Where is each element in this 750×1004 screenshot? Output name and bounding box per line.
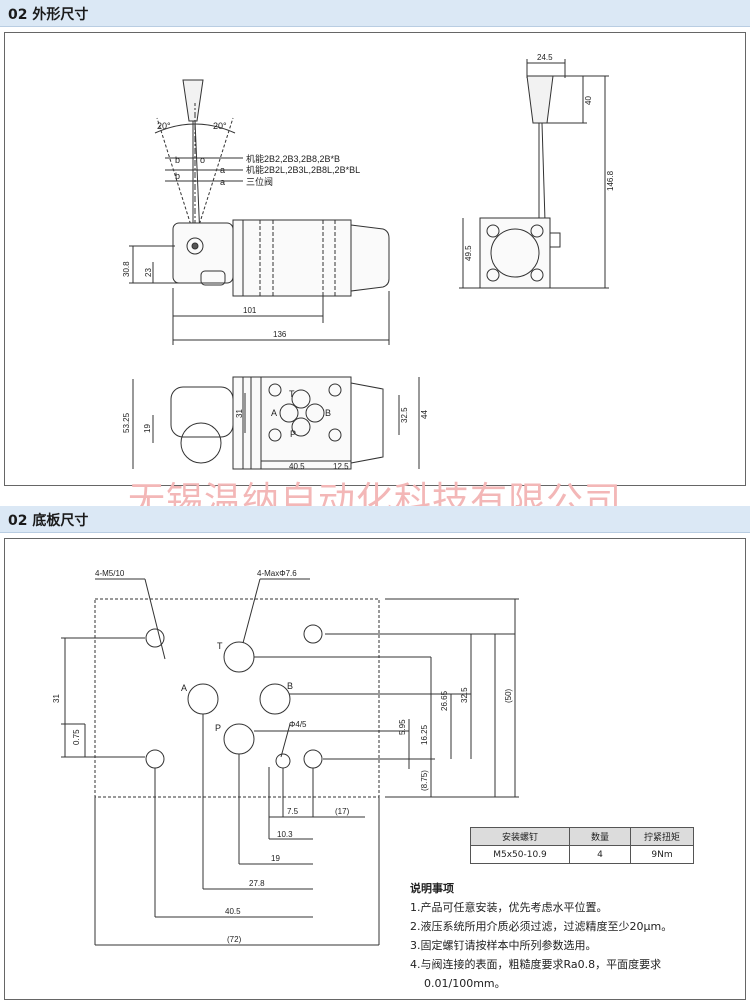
- section-title: 02 底板尺寸: [8, 513, 89, 529]
- m5-label: 4-M5/10: [95, 569, 125, 578]
- note-item: 0.01/100mm。: [424, 977, 506, 990]
- notes-block: 说明事项 1.产品可任意安装，优先考虑水平位置。 2.液压系统所用介质必须过滤，…: [410, 879, 740, 993]
- port-B: B: [325, 408, 331, 418]
- side-view: [459, 59, 609, 289]
- outline-drawing: 20° 20° b o b a a 机能2B2,2B3,2B8,2B*B 机能2…: [122, 53, 615, 471]
- subplate-labels: 4-M5/10 4-MaxΦ7.6 Φ4/5 T A B P 31 0.75 5…: [52, 569, 513, 944]
- dim-17: (17): [335, 807, 350, 816]
- angle-right-label: 20°: [213, 121, 227, 131]
- port-P: P: [290, 429, 296, 439]
- screw-spec-table: 安装螺钉 数量 拧紧扭矩 M5x50-10.9 4 9Nm: [470, 827, 694, 864]
- cell-screw: M5x50-10.9: [470, 845, 570, 864]
- dim-24-5: 24.5: [537, 53, 553, 62]
- header-torque: 拧紧扭矩: [630, 827, 694, 846]
- dim-72: (72): [227, 935, 242, 944]
- section-header-subplate: 02 底板尺寸: [0, 506, 750, 533]
- header-quantity: 数量: [569, 827, 631, 846]
- dim-26-65: 26.65: [440, 690, 449, 711]
- dim-16-25: 16.25: [420, 724, 429, 745]
- function-note-1: 机能2B2,2B3,2B8,2B*B: [246, 153, 340, 164]
- pos-b-label: b: [175, 155, 180, 165]
- dim-30-8: 30.8: [122, 261, 131, 277]
- dim-19: 19: [143, 424, 152, 433]
- notes-title: 说明事项: [410, 882, 454, 895]
- dim-12-5: 12.5: [333, 462, 349, 471]
- plate-port-T: T: [217, 641, 223, 651]
- phi45-label: Φ4/5: [289, 720, 307, 729]
- dim-53-25: 53.25: [122, 412, 131, 433]
- subplate-drawing-panel: 4-M5/10 4-MaxΦ7.6 Φ4/5 T A B P 31 0.75 5…: [4, 538, 746, 1000]
- port-T: T: [289, 389, 295, 399]
- pos-o-label: o: [200, 155, 205, 165]
- note-item: 3.固定螺钉请按样本中所列参数选用。: [410, 939, 597, 952]
- dim-32-5: 32.5: [460, 687, 469, 703]
- dim-50: (50): [504, 688, 513, 703]
- subplate-drawing: 4-M5/10 4-MaxΦ7.6 Φ4/5 T A B P 31 0.75 5…: [52, 569, 519, 946]
- dim-31: 31: [52, 694, 61, 703]
- pos-a-label: a: [220, 165, 225, 175]
- dim-40-5: 40.5: [289, 462, 305, 471]
- dim-44: 44: [420, 410, 429, 419]
- plate-port-A: A: [181, 683, 187, 693]
- pos-a2-label: a: [220, 177, 225, 187]
- dim-5-95: 5.95: [398, 719, 407, 735]
- note-item: 1.产品可任意安装，优先考虑水平位置。: [410, 901, 608, 914]
- dim-136: 136: [273, 330, 287, 339]
- dim-8-75: (8.75): [420, 770, 429, 791]
- cell-quantity: 4: [569, 845, 631, 864]
- port-A: A: [271, 408, 277, 418]
- dim-10-3: 10.3: [277, 830, 293, 839]
- dim-23: 23: [144, 268, 153, 277]
- dim-19: 19: [271, 854, 280, 863]
- top-view: [132, 376, 420, 470]
- outline-drawing-panel: 20° 20° b o b a a 机能2B2,2B3,2B8,2B*B 机能2…: [4, 32, 746, 486]
- front-view-labels: 20° 20° b o b a a 机能2B2,2B3,2B8,2B*B 机能2…: [122, 121, 360, 339]
- function-note-2: 机能2B2L,2B3L,2B8L,2B*BL: [246, 164, 360, 175]
- angle-left-label: 20°: [157, 121, 171, 131]
- dim-101: 101: [243, 306, 257, 315]
- dim-40: 40: [584, 96, 593, 105]
- plate-port-P: P: [215, 723, 221, 733]
- note-item: 2.液压系统所用介质必须过滤，过滤精度至少20μm。: [410, 920, 673, 933]
- section-title: 02 外形尺寸: [8, 7, 89, 23]
- dim-7-5: 7.5: [287, 807, 299, 816]
- side-view-labels: 24.5 40 146.8 49.5: [464, 53, 615, 261]
- pos-b2-label: b: [175, 171, 180, 181]
- plate-port-B: B: [287, 681, 293, 691]
- dim-146-8: 146.8: [606, 170, 615, 191]
- top-view-labels: 53.25 19 31 32.5 44 40.5 12.5 T A B P: [122, 389, 429, 471]
- dim-31: 31: [235, 409, 244, 418]
- header-screw: 安装螺钉: [470, 827, 570, 846]
- dim-0-75: 0.75: [72, 729, 81, 745]
- section-header-dimensions: 02 外形尺寸: [0, 0, 750, 27]
- function-note-3: 三位阀: [246, 176, 273, 187]
- dim-32-5: 32.5: [400, 407, 409, 423]
- max-phi-label: 4-MaxΦ7.6: [257, 569, 297, 578]
- cell-torque: 9Nm: [630, 845, 694, 864]
- dim-40-5: 40.5: [225, 907, 241, 916]
- note-item: 4.与阀连接的表面，粗糙度要求Ra0.8，平面度要求: [410, 958, 662, 971]
- dim-49-5: 49.5: [464, 245, 473, 261]
- dim-27-8: 27.8: [249, 879, 265, 888]
